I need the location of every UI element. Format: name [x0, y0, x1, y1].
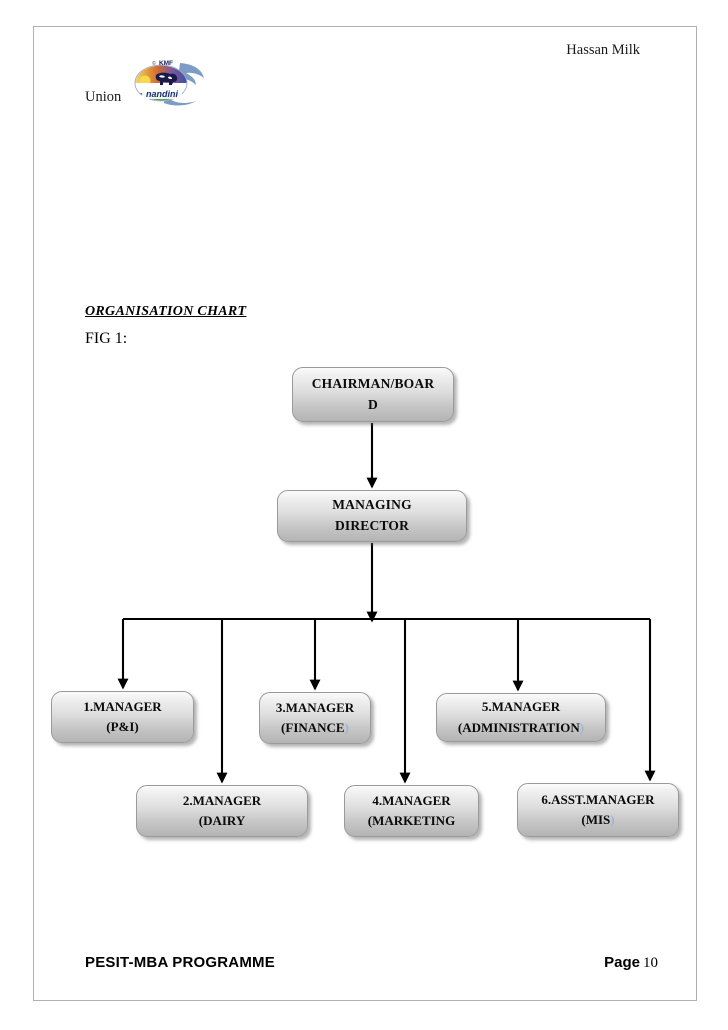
header-company-name-left: Union [85, 89, 122, 105]
svg-text:©: © [152, 60, 156, 67]
chart-node-manager-administration-line2: (ADMINISTRATION) [437, 718, 605, 738]
chart-node-manager-dairy[interactable]: 2.MANAGER (DAIRY [136, 785, 308, 837]
footer-page-word: Page [604, 954, 640, 971]
svg-text:nandini: nandini [146, 89, 178, 99]
section-title: ORGANISATION CHART [85, 304, 247, 319]
chart-node-manager-administration[interactable]: 5.MANAGER (ADMINISTRATION) [436, 693, 606, 742]
chart-node-chairman-line1: CHAIRMAN/BOAR [311, 375, 435, 391]
chart-node-manager-finance-line1: 3.MANAGER [275, 699, 355, 715]
svg-text:KMF: KMF [159, 60, 173, 67]
chart-node-manager-dairy-text: (DAIRY [198, 813, 246, 828]
chart-node-manager-pi-line2: (P&I) [106, 719, 139, 734]
chart-node-chairman[interactable]: CHAIRMAN/BOAR D [292, 367, 454, 422]
chart-node-manager-dairy-line2: (DAIRY [137, 811, 307, 831]
chart-node-manager-marketing-line2: (MARKETING [345, 811, 478, 831]
chart-node-manager-dairy-line1: 2.MANAGER [182, 792, 262, 808]
chart-node-managing-director-line1: MANAGING [332, 497, 412, 513]
chart-node-manager-administration-close-paren: ) [579, 719, 585, 735]
chart-node-manager-marketing-text: (MARKETING [367, 813, 456, 828]
chart-node-manager-administration-line1: 5.MANAGER [481, 699, 561, 715]
header-company-name-right: Hassan Milk [566, 42, 640, 58]
footer-page-number: 10 [643, 955, 658, 971]
document-header: Hassan Milk Union [34, 27, 696, 137]
chart-node-manager-pi[interactable]: 1.MANAGER (P&I) [51, 691, 194, 743]
chart-node-asst-manager-mis[interactable]: 6.ASST.MANAGER (MIS) [517, 783, 679, 837]
chart-node-manager-administration-text: (ADMINISTRATION [457, 719, 580, 735]
chart-node-manager-pi-line1: 1.MANAGER [83, 698, 162, 714]
chart-node-manager-marketing[interactable]: 4.MANAGER (MARKETING [344, 785, 479, 837]
chart-node-manager-finance-line2: (FINANCE) [260, 718, 370, 738]
chart-node-chairman-line2: D [368, 396, 378, 412]
chart-node-managing-director[interactable]: MANAGING DIRECTOR [277, 490, 467, 542]
nandini-kmf-logo-icon: nandini KMF © [134, 60, 204, 106]
footer-programme-label: PESIT-MBA PROGRAMME [85, 954, 275, 971]
chart-connectors [117, 423, 656, 784]
document-page: Hassan Milk Union [33, 26, 697, 1001]
chart-node-asst-manager-mis-line2: (MIS) [518, 810, 678, 830]
chart-node-managing-director-line2: DIRECTOR [334, 518, 410, 533]
chart-node-manager-finance-text: (FINANCE [281, 720, 345, 735]
chart-node-asst-manager-mis-close-paren: ) [610, 812, 615, 827]
chart-node-manager-finance[interactable]: 3.MANAGER (FINANCE) [259, 692, 371, 744]
chart-node-asst-manager-mis-text: (MIS [581, 812, 611, 827]
figure-label: FIG 1: [85, 330, 128, 347]
chart-node-asst-manager-mis-line1: 6.ASST.MANAGER [541, 791, 655, 807]
organisation-chart: CHAIRMAN/BOAR D MANAGING DIRECTOR 1.MANA… [34, 27, 698, 1002]
chart-node-manager-finance-close-paren: ) [344, 720, 349, 735]
chart-node-manager-marketing-line1: 4.MANAGER [372, 792, 451, 808]
